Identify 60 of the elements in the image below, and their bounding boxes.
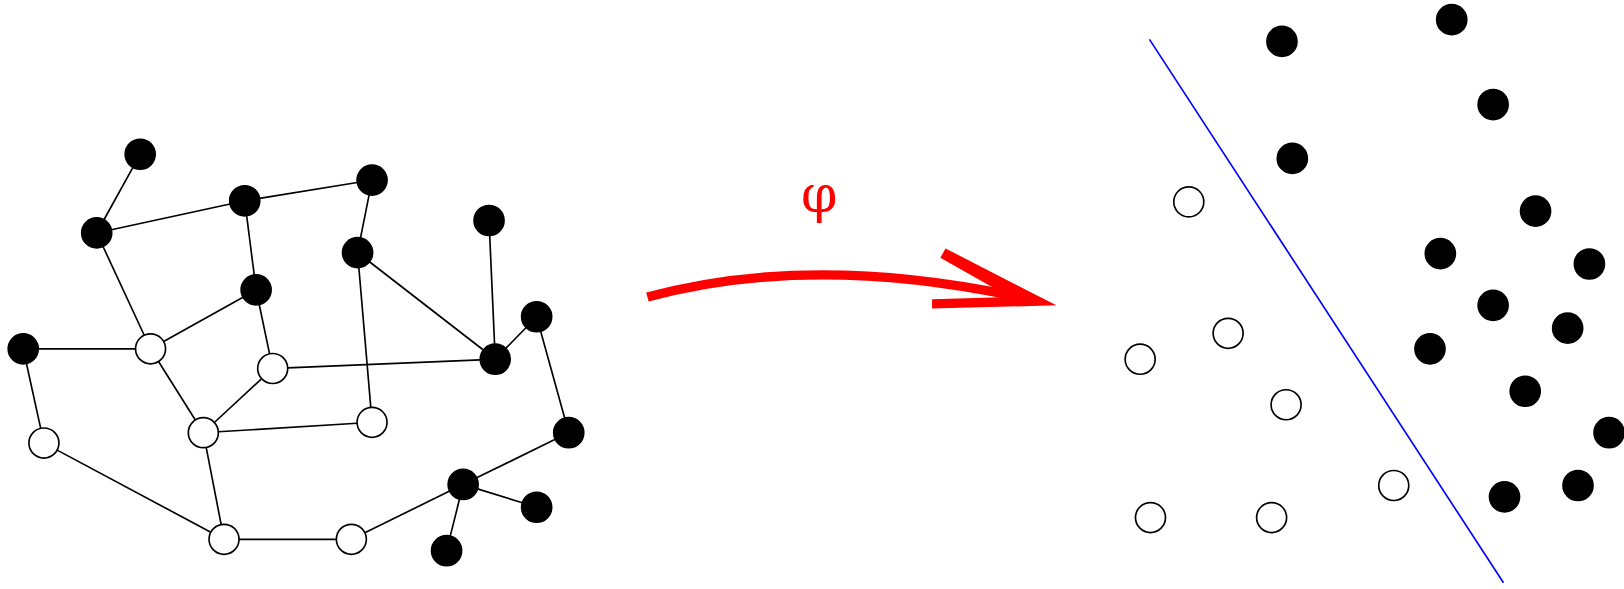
graph-edge	[162, 296, 244, 343]
filled-dot	[7, 333, 40, 365]
open-circle	[1212, 317, 1244, 350]
graph-edge	[449, 498, 461, 537]
open-circle	[28, 427, 60, 459]
graph-edge	[258, 303, 271, 355]
graph-edge	[358, 266, 372, 409]
filled-dot	[473, 204, 505, 237]
graph-edge	[102, 245, 146, 337]
filled-dot	[1276, 142, 1309, 175]
filled-dot	[520, 300, 553, 333]
open-circle	[134, 333, 167, 365]
graph-edge	[245, 214, 256, 276]
graph-edge	[364, 490, 451, 534]
filled-dot	[1551, 312, 1584, 344]
filled-dot	[479, 343, 512, 376]
graph-edge	[103, 166, 134, 221]
filled-dot	[520, 491, 553, 524]
filled-dot	[1477, 88, 1509, 121]
open-circle	[1255, 501, 1288, 534]
open-circle	[1377, 469, 1410, 502]
filled-dot	[430, 534, 463, 567]
filled-dot	[1477, 289, 1509, 322]
graph-edge	[368, 260, 485, 351]
filled-dot	[80, 217, 113, 249]
filled-dot	[1424, 237, 1457, 270]
open-circle	[356, 406, 388, 439]
graph-edge	[504, 326, 527, 350]
open-circle	[335, 523, 368, 556]
filled-dot	[1519, 195, 1552, 227]
graph-edge	[110, 203, 231, 231]
graph-edge	[205, 446, 222, 526]
open-circle	[208, 523, 240, 556]
graph-edge	[25, 362, 42, 430]
filled-dot	[1509, 375, 1542, 408]
filled-dot	[552, 416, 585, 449]
graph-edge	[213, 377, 263, 424]
filled-dot	[1266, 25, 1298, 58]
filled-dot	[1414, 333, 1446, 365]
filled-dot	[124, 138, 157, 171]
graph-edge	[488, 234, 496, 346]
open-circle	[1124, 343, 1156, 376]
open-circle	[1134, 501, 1167, 534]
graph-edge	[56, 449, 212, 534]
filled-dot	[356, 164, 388, 196]
graph-edge	[539, 330, 566, 420]
filled-dot	[240, 274, 272, 306]
filled-dot	[1435, 3, 1468, 36]
filled-dot	[1573, 248, 1606, 280]
filled-dot	[341, 236, 374, 269]
filled-dot	[228, 185, 261, 217]
open-circle	[1172, 186, 1205, 218]
open-circle	[1270, 388, 1302, 421]
open-circle	[256, 352, 289, 385]
filled-dot	[1562, 469, 1594, 502]
graph-edge	[157, 360, 197, 421]
graph-edge	[359, 194, 370, 239]
filled-dot	[1488, 481, 1521, 513]
open-circle	[187, 416, 220, 449]
filled-dot	[447, 468, 479, 501]
